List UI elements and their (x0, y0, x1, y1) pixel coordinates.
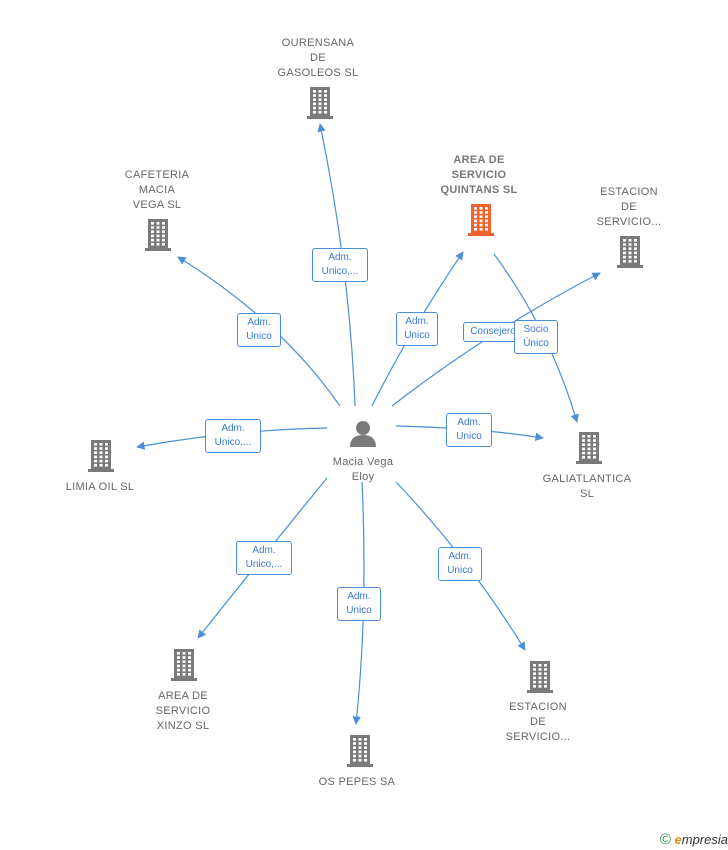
building-icon-os_pepes[interactable] (347, 735, 373, 767)
edge-label-estacion2[interactable]: Adm. Unico (438, 547, 482, 581)
building-icon-cafeteria[interactable] (145, 219, 171, 251)
center-person-label[interactable]: Macia Vega Eloy (332, 456, 394, 483)
building-icon-galiatlantica[interactable] (576, 432, 602, 464)
brand-name: mpresia (681, 832, 728, 847)
node-label-limia[interactable]: LIMIA OIL SL (65, 481, 135, 493)
building-icon-area_xinzo[interactable] (171, 649, 197, 681)
person-icon[interactable] (350, 421, 376, 447)
edge-label-area_xinzo[interactable]: Adm. Unico,... (236, 541, 292, 575)
building-icon-limia[interactable] (88, 440, 114, 472)
node-label-estacion1[interactable]: ESTACION DE SERVICIO... (596, 186, 662, 228)
edge-label-cafeteria[interactable]: Adm. Unico (237, 313, 281, 347)
node-label-galiatlantica[interactable]: GALIATLANTICA SL (542, 473, 632, 500)
node-label-estacion2[interactable]: ESTACION DE SERVICIO... (505, 701, 571, 743)
edge-label-limia[interactable]: Adm. Unico,... (205, 419, 261, 453)
node-label-area_quintans[interactable]: AREA DE SERVICIO QUINTANS SL (440, 154, 518, 196)
node-label-os_pepes[interactable]: OS PEPES SA (318, 776, 396, 788)
node-label-cafeteria[interactable]: CAFETERIA MACIA VEGA SL (124, 169, 190, 211)
edge-label-galiatlantica[interactable]: Socio Único (514, 320, 558, 354)
edge-label-os_pepes[interactable]: Adm. Unico (337, 587, 381, 621)
building-icon-estacion2[interactable] (527, 661, 553, 693)
edge-label-ourensana[interactable]: Adm. Unico,... (312, 248, 368, 282)
copyright-icon: © (659, 831, 671, 848)
footer-brand[interactable]: © empresia (660, 831, 728, 848)
building-icon-ourensana[interactable] (307, 87, 333, 119)
node-label-ourensana[interactable]: OURENSANA DE GASOLEOS SL (277, 37, 359, 79)
building-icon-area_quintans[interactable] (468, 204, 494, 236)
edge-label-area_quintans[interactable]: Adm. Unico (396, 312, 438, 346)
node-label-area_xinzo[interactable]: AREA DE SERVICIO XINZO SL (155, 690, 211, 732)
brand-initial: e (674, 832, 682, 847)
edge-label-galiatlantica[interactable]: Adm. Unico (446, 413, 492, 447)
building-icon-estacion1[interactable] (617, 236, 643, 268)
